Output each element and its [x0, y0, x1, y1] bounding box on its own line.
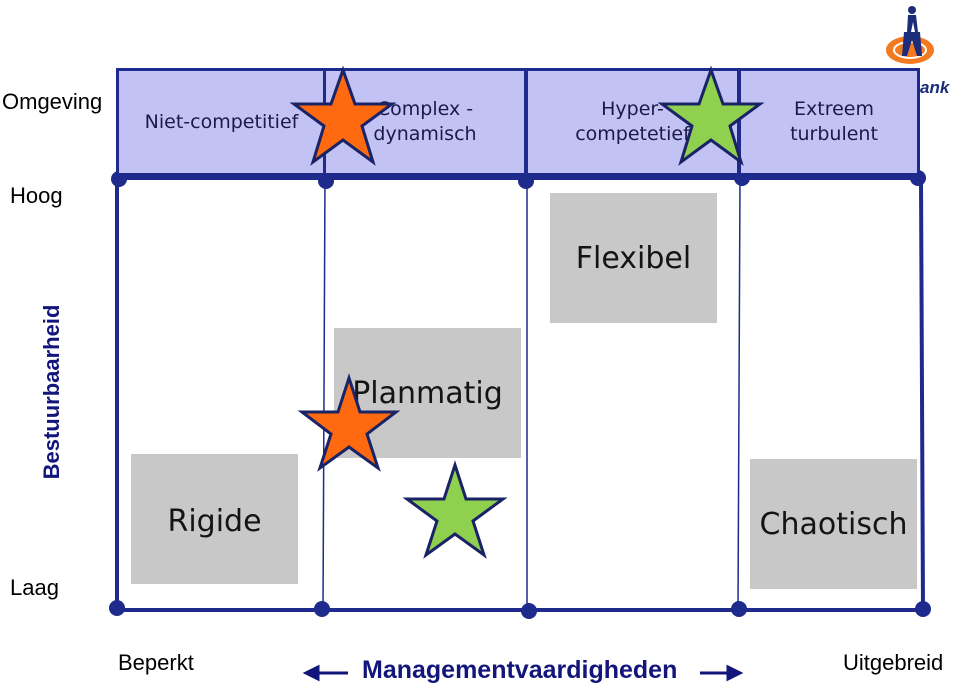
x-axis-title: Managementvaardigheden: [362, 656, 678, 684]
lion-logo-icon: [886, 6, 934, 64]
style-box-rigide: Rigide: [131, 454, 298, 584]
x-axis-left-label: Beperkt: [118, 650, 194, 675]
y-axis-title: Bestuurbaarheid: [39, 304, 64, 480]
x-axis-arrows: [302, 664, 744, 682]
column-header-hyper-competetief: Hyper-competetief: [525, 68, 740, 176]
column-header-niet-competitief: Niet-competitief: [116, 68, 327, 176]
style-box-planmatig: Planmatig: [334, 328, 521, 458]
label-laag: Laag: [10, 575, 59, 600]
column-header-complex-dynamisch: Complex -dynamisch: [323, 68, 527, 176]
logo-text: ank: [920, 78, 950, 97]
style-box-chaotisch: Chaotisch: [750, 459, 917, 589]
label-omgeving: Omgeving: [2, 89, 103, 114]
label-hoog: Hoog: [10, 183, 63, 208]
style-box-flexibel: Flexibel: [550, 193, 717, 323]
x-axis-right-label: Uitgebreid: [843, 650, 944, 675]
